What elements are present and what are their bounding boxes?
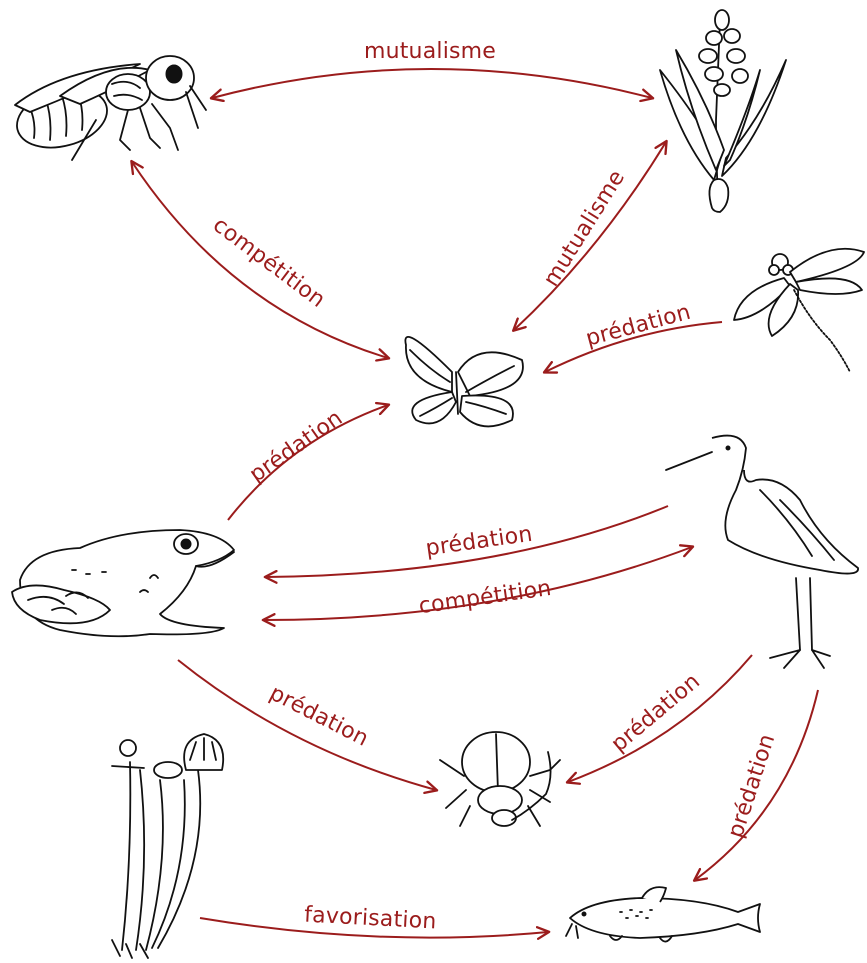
- label-heron-frog: prédation: [424, 522, 534, 562]
- dragonfly-icon: [734, 249, 864, 372]
- label-frog-beetle: prédation: [265, 681, 372, 752]
- label-bee-butterfly: compétition: [208, 213, 330, 313]
- label-orchid-butterfly: mutualisme: [539, 166, 630, 291]
- water-beetle-icon: [440, 732, 560, 826]
- butterfly-icon: [405, 337, 523, 427]
- frog-icon: [12, 530, 234, 636]
- orchid-icon: [660, 10, 786, 212]
- label-heron-fish: prédation: [723, 731, 780, 841]
- label-lily-fish: favorisation: [304, 903, 437, 935]
- heron-icon: [666, 436, 858, 668]
- arrow-bee-orchid: [212, 69, 652, 98]
- water-lily-icon: [112, 734, 223, 958]
- bee-icon: [10, 56, 206, 160]
- label-bee-orchid: mutualisme: [364, 39, 496, 64]
- label-frog-heron: compétition: [417, 576, 553, 619]
- label-frog-butterfly: prédation: [245, 406, 347, 488]
- fish-icon: [566, 887, 760, 941]
- label-dragonfly-butterfly: prédation: [583, 300, 693, 352]
- label-heron-beetle: prédation: [607, 669, 705, 757]
